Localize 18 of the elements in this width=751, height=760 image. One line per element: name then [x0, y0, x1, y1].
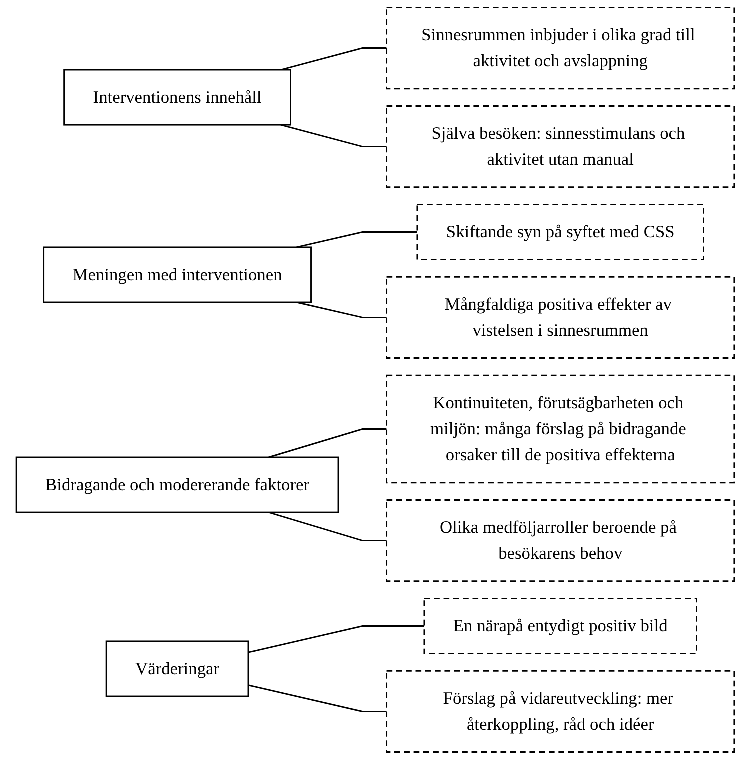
- node-box: Kontinuiteten, förutsägbarheten och miljön: många förslag på bidragande orsaker till de positiva effekterna: [386, 374, 736, 484]
- connector: [280, 48, 387, 71]
- node-box: Meningen med interventionen: [43, 246, 312, 304]
- node-box: Mångfaldiga positiva effekter av vistelsen i sinnesrummen: [386, 276, 736, 359]
- node-box: Värderingar: [106, 640, 250, 698]
- connector: [248, 626, 424, 654]
- node-box: Sinnesrummen inbjuder i olika grad till aktivitet och avslappning: [386, 7, 736, 90]
- node-box: Interventionens innehåll: [64, 69, 292, 126]
- node-box: Bidragande och modererande faktorer: [16, 456, 340, 514]
- node-box: Skiftande syn på syftet med CSS: [416, 204, 704, 260]
- connector: [280, 124, 387, 148]
- node-box: Förslag på vidareutveckling: mer återkoppling, råd och idéer: [386, 670, 736, 753]
- node-box: En närapå entydigt positiv bild: [424, 598, 698, 654]
- connector: [268, 428, 387, 458]
- node-box: Olika medföljarroller beroende på besökarens behov: [386, 500, 736, 582]
- connector: [248, 684, 387, 712]
- connector: [268, 512, 387, 542]
- node-box: Själva besöken: sinnesstimulans och aktivitet utan manual: [386, 106, 736, 188]
